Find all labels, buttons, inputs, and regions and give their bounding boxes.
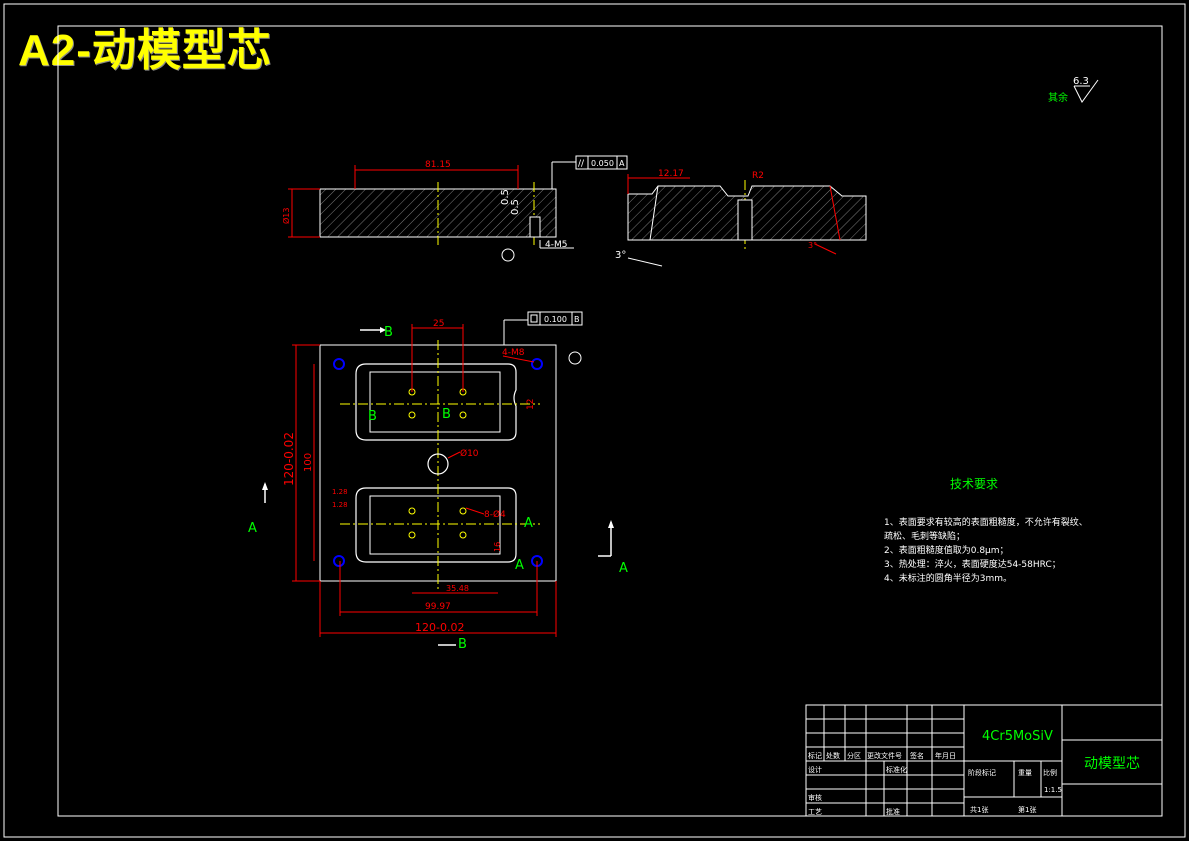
svg-text://: // <box>578 159 585 169</box>
title-block-text: 4Cr5MoSiV 动模型芯 标记 处数 分区 更改文件号 签名 年月日 设计 … <box>808 729 1140 816</box>
parallelism-frame <box>575 155 628 170</box>
mount-hole-tr <box>531 358 543 370</box>
tb-sheets-total: 共1张 <box>970 805 988 814</box>
plan-dim-12: 12 <box>526 399 536 410</box>
title-block <box>805 704 1163 817</box>
tech-req-line-3: 2、表面粗糙度值取为0.8μm； <box>884 544 1009 556</box>
sprue-hole <box>427 453 449 475</box>
tb-process: 工艺 <box>808 808 822 816</box>
tech-req-line-2: 疏松、毛刺等缺陷； <box>884 530 965 542</box>
tb-stage: 阶段标记 <box>968 768 996 777</box>
section-view: 81.15 Ø13 0.5 0.5 4-M5 // 0.050 A <box>281 155 628 262</box>
tb-weight: 重量 <box>1018 769 1032 777</box>
tb-design: 设计 <box>808 765 822 774</box>
tb-scale: 比例 <box>1043 768 1057 777</box>
plan-thread-label: 4-M8 <box>502 348 525 358</box>
plan-dim-outer-width: 120-0.02 <box>415 621 464 634</box>
plan-detail-callout <box>568 351 582 365</box>
mount-hole-tl <box>333 358 345 370</box>
plan-dim-inner-width: 35.48 <box>446 584 469 593</box>
sheet-border <box>3 3 1186 838</box>
tech-req-title: 技术要求 <box>950 477 998 491</box>
section-marker-b-bottom: B <box>458 637 467 652</box>
tb-standard: 标准化 <box>886 765 907 774</box>
parallelism-value: 0.050 <box>591 159 614 168</box>
tb-approve: 批准 <box>886 807 900 816</box>
datum-b-left: B <box>368 409 377 424</box>
section-dim-step: 0.5 <box>500 189 511 205</box>
tb-sheet-no: 第1张 <box>1018 805 1036 814</box>
surface-roughness-value: 6.3 <box>1073 76 1089 87</box>
mount-hole-bl <box>333 555 345 567</box>
detail-dim-width: 12.17 <box>658 169 684 179</box>
upper-cavity <box>355 363 517 441</box>
plan-top-dim: 25 <box>433 319 444 329</box>
tech-req-line-4: 3、热处理：淬火，表面硬度达54-58HRC； <box>884 558 1061 570</box>
section-dim-length: 81.15 <box>425 160 451 170</box>
tb-material: 4Cr5MoSiV <box>982 729 1053 744</box>
plan-view: Ø10 8-Ø4 25 0.100 B 4-M8 <box>248 311 628 652</box>
surface-note: 其余 <box>1048 91 1068 104</box>
detail-bottom-note: 3° <box>808 241 817 250</box>
plan-dim-small-a: 1.28 <box>332 488 348 496</box>
plan-hole-dim: Ø10 <box>460 448 479 459</box>
datum-a-right2: A <box>515 558 524 573</box>
plan-dim-height-outer: 120-0.02 <box>282 432 296 486</box>
parallelism-datum: A <box>619 159 625 168</box>
flatness-datum: B <box>574 315 580 324</box>
flatness-value: 0.100 <box>544 315 567 324</box>
tb-h-count: 处数 <box>826 751 840 760</box>
tb-h-doc: 更改文件号 <box>867 751 902 760</box>
section-marker-a-left: A <box>248 521 257 536</box>
datum-b-center: B <box>442 407 451 422</box>
plan-hole-pattern: 8-Ø4 <box>484 509 506 520</box>
plan-dim-middle-width: 99.97 <box>425 602 451 612</box>
surface-roughness-symbol: 其余 6.3 <box>1048 76 1099 104</box>
section-marker-b-top: B <box>384 325 393 340</box>
tb-h-zone: 分区 <box>847 751 861 760</box>
tb-check: 审核 <box>808 793 822 802</box>
detail-angle-note: 3° <box>615 250 626 261</box>
detail-radius: R2 <box>752 171 764 181</box>
plan-dim-height-inner: 100 <box>303 453 314 472</box>
tb-h-sign: 签名 <box>910 751 924 760</box>
datum-a-right: A <box>524 516 533 531</box>
tb-scale-value: 1:1.5 <box>1044 786 1062 794</box>
tech-req-line-5: 4、未标注的圆角半径为3mm。 <box>884 572 1012 584</box>
section-marker-a-right: A <box>619 561 628 576</box>
tb-h-mark: 标记 <box>808 751 822 760</box>
tb-h-date: 年月日 <box>935 751 956 760</box>
section-dim-height: Ø13 <box>281 208 291 224</box>
plan-dim-16: 16 <box>493 542 502 552</box>
drawing-frame <box>57 25 1163 817</box>
section-detail-callout <box>501 248 515 262</box>
plan-dim-small-b: 1.28 <box>332 501 348 509</box>
technical-requirements: 技术要求 1、表面要求有较高的表面粗糙度，不允许有裂纹、 疏松、毛刺等缺陷； 2… <box>884 477 1088 584</box>
section-thread-label: 4-M5 <box>545 240 567 250</box>
tech-req-line-1: 1、表面要求有较高的表面粗糙度，不允许有裂纹、 <box>884 516 1088 528</box>
flatness-frame <box>527 311 583 326</box>
detail-view: 12.17 R2 3° 3° <box>615 169 867 267</box>
tb-part-name: 动模型芯 <box>1084 756 1140 772</box>
section-dim-step2: 0.5 <box>510 199 521 215</box>
lower-cavity <box>355 487 517 563</box>
drawing-banner-title: A2-动模型芯 <box>18 26 272 75</box>
